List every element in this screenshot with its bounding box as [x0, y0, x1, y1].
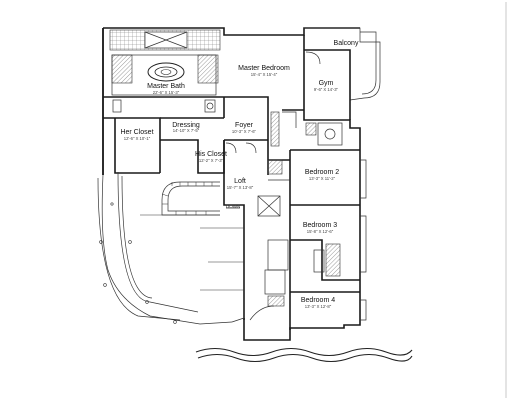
closet-walls — [103, 97, 268, 174]
bedroom-walls — [249, 149, 367, 330]
loft-stair — [161, 173, 290, 320]
room-dims-bedroom-2: 13'-3" X 11'-2" — [309, 176, 336, 181]
outer-walls — [102, 27, 381, 341]
master-bedroom-walls — [224, 96, 304, 175]
room-dims-gym: 9'-6" X 14'-3" — [314, 87, 339, 92]
room-dims-bedroom-3: 15'-8" X 12'-6" — [307, 229, 334, 234]
room-dims-his-closet: 12'-2" X 7'-3" — [199, 158, 224, 163]
room-label-gym: Gym — [319, 80, 334, 87]
room-dims-dressing: 14'-10" X 7'-5" — [173, 128, 200, 133]
wave-rail — [195, 347, 413, 363]
room-label-master-bath: Master Bath — [147, 83, 185, 90]
master-bath-area: Master Bath 22'-6" X 15'-3" — [103, 29, 224, 113]
room-dims-her-closet: 12'-6" X 10'-1" — [124, 136, 151, 141]
curved-terrace — [97, 171, 245, 325]
room-label-balcony: Balcony — [334, 40, 359, 47]
gym-walls — [304, 49, 351, 146]
room-label-bedroom-3: Bedroom 3 — [303, 222, 337, 229]
room-label-dressing: Dressing — [172, 122, 200, 129]
room-dims-foyer: 10'-3" X 7'-6" — [232, 129, 257, 134]
stair-down-label: DOWN — [226, 204, 240, 209]
room-label-bedroom-2: Bedroom 2 — [305, 169, 339, 176]
room-label-bedroom-4: Bedroom 4 — [301, 297, 335, 304]
room-dims-loft: 15'-7" X 13'-8" — [227, 185, 254, 190]
room-label-his-closet: His Closet — [195, 151, 227, 158]
room-label-master-bedroom: Master Bedroom — [238, 65, 290, 72]
room-label-foyer: Foyer — [235, 122, 254, 129]
room-dims-bedroom-4: 13'-3" X 12'-8" — [305, 304, 332, 309]
room-dims-master-bath: 22'-6" X 15'-3" — [153, 90, 180, 95]
room-label-her-closet: Her Closet — [120, 129, 153, 136]
room-label-loft: Loft — [234, 178, 246, 185]
room-dims-master-bedroom: 15'-4" X 15'-4" — [251, 72, 278, 77]
